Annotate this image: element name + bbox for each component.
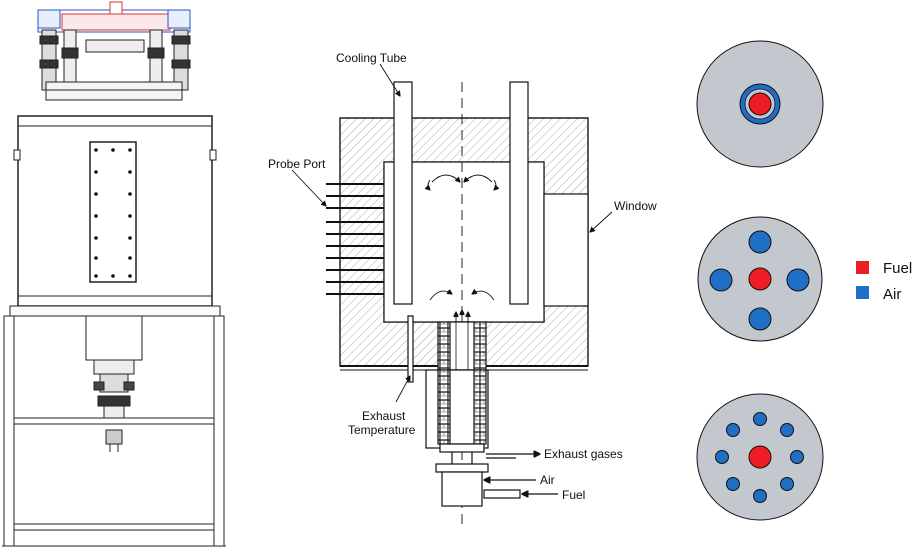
air-port (786, 268, 810, 292)
fuel-inlet-line (483, 489, 558, 499)
leader-window (590, 211, 613, 232)
legend-swatch-fuel (856, 261, 869, 274)
burner-configurations (696, 40, 824, 521)
access-door (89, 141, 137, 283)
label-cooling-tube: Cooling Tube (336, 51, 407, 65)
probe-ports (326, 183, 384, 295)
air-port (790, 450, 804, 464)
support-stand (2, 315, 226, 547)
riser-right (147, 29, 191, 91)
burner-config-eight-air-jets (696, 393, 824, 521)
air-port (753, 412, 767, 426)
top-pipe-elbow-left (37, 9, 61, 29)
window (543, 193, 589, 307)
riser-left (39, 29, 79, 91)
top-plate (45, 81, 183, 101)
exhaust-outlet-line (486, 454, 540, 459)
legend: Fuel Air (856, 260, 912, 303)
door-bolts (94, 148, 132, 278)
burner-config-coaxial (696, 40, 824, 168)
fuel-port (748, 445, 772, 469)
label-probe-port: Probe Port (268, 157, 326, 171)
air-port (715, 450, 729, 464)
air-port (726, 423, 740, 437)
label-exhaust-temperature-2: Temperature (348, 423, 416, 437)
legend-label-air: Air (883, 286, 901, 303)
air-port (780, 423, 794, 437)
burner-assembly (85, 315, 143, 452)
label-exhaust-temperature-1: Exhaust (362, 409, 406, 423)
top-pipe-inlet (109, 1, 123, 15)
air-port (726, 477, 740, 491)
exhaust-thermocouple (407, 315, 414, 383)
air-port (748, 307, 772, 331)
legend-swatch-air (856, 286, 869, 299)
top-pipe-manifold (61, 13, 171, 31)
fuel-port (748, 92, 772, 116)
fuel-port (748, 267, 772, 291)
furnace-cross-section (291, 63, 613, 530)
burner-flange (435, 463, 489, 473)
label-air-inlet: Air (540, 473, 555, 487)
air-port (748, 230, 772, 254)
label-window: Window (614, 199, 657, 213)
burner-config-four-air-jets (697, 216, 823, 342)
base-plate (9, 305, 221, 317)
recirculation-arrows (428, 174, 496, 301)
furnace-cad-drawing (2, 1, 226, 547)
legend-label-fuel: Fuel (883, 260, 912, 277)
air-port (780, 477, 794, 491)
air-port (709, 268, 733, 292)
top-cross-pipe (85, 39, 145, 53)
top-pipe-elbow-right (167, 9, 191, 29)
leader-probe-port (291, 169, 326, 206)
leader-exhaust-temperature (395, 376, 410, 403)
burner-body (441, 471, 483, 507)
air-port (753, 489, 767, 503)
cooling-tube-right (509, 81, 529, 305)
leader-cooling-tube (379, 63, 400, 96)
label-fuel-inlet: Fuel (562, 488, 585, 502)
cooling-tube-left (393, 81, 413, 305)
label-exhaust-gases: Exhaust gases (544, 447, 623, 461)
